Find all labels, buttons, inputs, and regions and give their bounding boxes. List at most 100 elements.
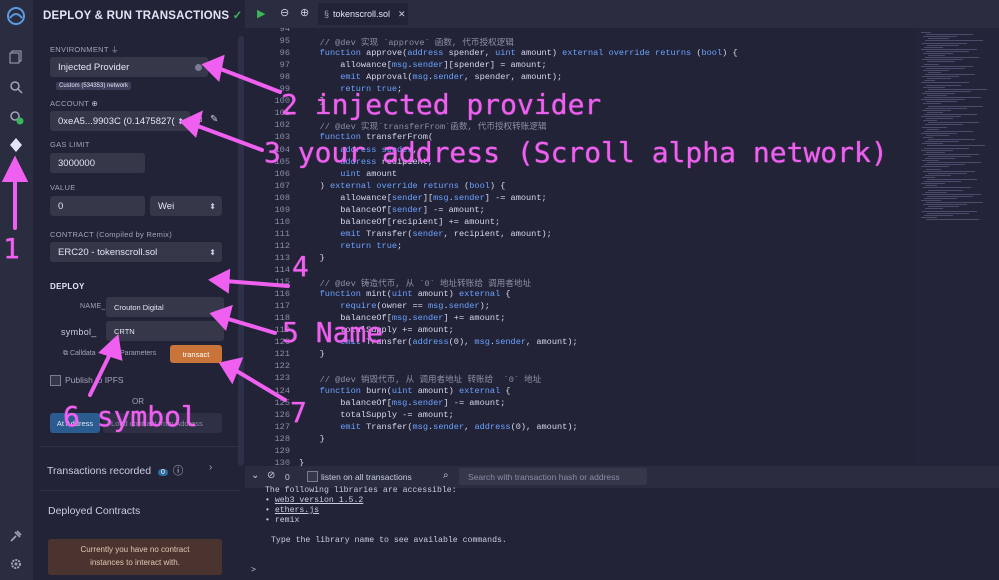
run-icon[interactable]: ▶ — [257, 8, 266, 20]
minimap-line — [925, 191, 947, 193]
pending-count: 0 — [285, 472, 290, 482]
line-number: 104 — [274, 144, 290, 155]
notice-line: Currently you have no contract — [80, 545, 190, 554]
solidity-compiler-icon[interactable] — [6, 107, 26, 127]
minimap-line — [923, 69, 949, 71]
annotation-3: 3 your address (Scroll alpha network) — [264, 136, 888, 169]
line-number: 96 — [279, 48, 290, 59]
terminal-lib: • web3 version 1.5.2 — [265, 496, 364, 505]
line-number: 126 — [274, 409, 290, 420]
code-line: emit Transfer(address(0), msg.sender, am… — [340, 337, 578, 348]
minimap-line — [923, 36, 957, 38]
minimap-line — [926, 185, 937, 187]
name-param-input[interactable]: Crouton Digital — [106, 297, 224, 317]
name-param-label: NAME_: — [80, 303, 108, 310]
minimap-line — [921, 99, 965, 101]
listen-label: listen on all transactions — [321, 472, 412, 482]
code-line: // @dev 实现 `approve` 函数, 代币授权逻辑 — [299, 38, 514, 49]
remix-logo-icon[interactable] — [6, 6, 26, 26]
line-number: 116 — [274, 289, 290, 300]
value-unit-select[interactable]: Wei ⬍ — [150, 196, 222, 216]
plus-icon[interactable]: ⊕ — [91, 99, 99, 108]
minimap-line — [922, 42, 967, 44]
minimap-line — [922, 76, 959, 78]
minimap-line — [926, 101, 957, 103]
chevron-right-icon[interactable]: › — [209, 462, 213, 473]
environment-value: Injected Provider — [58, 61, 130, 73]
parameters-button[interactable]: ⧉ Parameters — [113, 350, 157, 357]
code-line: balanceOf[msg.sender] -= amount; — [340, 397, 506, 408]
transactions-recorded-label[interactable]: Transactions recorded 0 ⓘ — [47, 465, 184, 477]
gas-limit-input[interactable]: 3000000 — [50, 153, 145, 173]
code-line: return true; — [340, 84, 403, 95]
zoom-out-icon[interactable]: ⊖ — [280, 7, 290, 19]
minimap-line — [923, 187, 971, 189]
zoom-in-icon[interactable]: ⊕ — [300, 7, 310, 19]
annotation-5: 5 Name — [282, 316, 384, 349]
edit-icon[interactable]: ✎ — [210, 114, 219, 125]
environment-select[interactable]: Injected Provider — [50, 57, 208, 77]
panel-scrollbar[interactable] — [238, 36, 244, 466]
minimap-line — [923, 103, 941, 105]
minimap-line — [923, 204, 967, 206]
line-number: 119 — [274, 325, 290, 336]
copy-icon[interactable]: ⧉ — [195, 114, 203, 125]
at-address-button[interactable]: At Address — [50, 413, 100, 433]
listen-checkbox[interactable] — [307, 471, 318, 482]
symbol-param-input[interactable]: CRTN — [106, 321, 224, 341]
file-explorer-icon[interactable] — [6, 47, 26, 67]
minimap-line — [927, 212, 969, 214]
network-badge: Custom (534353) network — [56, 82, 132, 90]
minimap-line — [923, 153, 979, 155]
contract-select[interactable]: ERC20 - tokenscroll.sol ⬍ — [50, 242, 222, 262]
minimap-line — [923, 137, 933, 138]
chevron-up-icon[interactable]: ⌃ — [214, 275, 223, 286]
code-line: function approve(address spender, uint a… — [319, 48, 738, 59]
value-input[interactable]: 0 — [50, 196, 145, 216]
minimap-line — [924, 147, 969, 149]
deploy-run-icon[interactable] — [6, 135, 26, 155]
publish-ipfs-checkbox[interactable] — [50, 375, 61, 386]
check-icon: ✓ — [232, 10, 243, 22]
line-number: 127 — [274, 421, 290, 432]
code-line: function transferFrom( — [319, 132, 434, 143]
clear-icon[interactable]: ⊘ — [267, 470, 276, 481]
chevron-double-down-icon[interactable]: ⌄ — [251, 470, 260, 481]
close-icon[interactable]: ✕ — [398, 8, 406, 19]
minimap-line — [924, 181, 961, 183]
search-icon[interactable] — [6, 77, 26, 97]
gas-limit-label: GAS LIMIT — [50, 140, 90, 149]
minimap-line — [924, 46, 943, 48]
minimap-line — [925, 74, 975, 75]
settings-gear-icon[interactable] — [6, 554, 26, 574]
contract-value: ERC20 - tokenscroll.sol — [58, 246, 158, 258]
minimap-line — [926, 118, 953, 120]
account-label: ACCOUNT ⊕ — [50, 99, 99, 108]
tab-tokenscroll[interactable]: § tokenscroll.sol ✕ — [318, 3, 408, 25]
code-line: address recipient, — [340, 156, 434, 167]
minimap-line — [922, 59, 963, 61]
minimap-line — [928, 105, 983, 107]
account-value: 0xeA5...9903C (0.1475827( — [58, 115, 175, 127]
minimap-line — [921, 166, 949, 168]
minimap-line — [927, 44, 959, 46]
info-icon — [195, 63, 202, 71]
minimap[interactable] — [915, 28, 999, 466]
plugin-manager-icon[interactable] — [6, 526, 26, 546]
minimap-line — [924, 97, 981, 99]
terminal-search-input[interactable]: Search with transaction hash or address — [459, 468, 647, 485]
load-contract-input[interactable]: Load contract from Address — [103, 413, 222, 433]
code-line: balanceOf[recipient] += amount; — [340, 216, 501, 227]
minimap-line — [925, 158, 955, 159]
line-number: 121 — [274, 349, 290, 360]
account-select[interactable]: 0xeA5...9903C (0.1475827( ⬍ — [50, 111, 190, 131]
calldata-button[interactable]: ⧉ Calldata — [63, 350, 96, 357]
minimap-line — [922, 143, 943, 145]
transact-button[interactable]: transact — [170, 345, 222, 363]
minimap-line — [921, 65, 973, 67]
line-number: 114 — [274, 265, 290, 275]
code-line: totalSupply -= amount; — [340, 409, 454, 420]
minimap-line — [925, 40, 983, 42]
minimap-line — [921, 116, 961, 117]
terminal-prompt[interactable]: > — [251, 566, 256, 575]
